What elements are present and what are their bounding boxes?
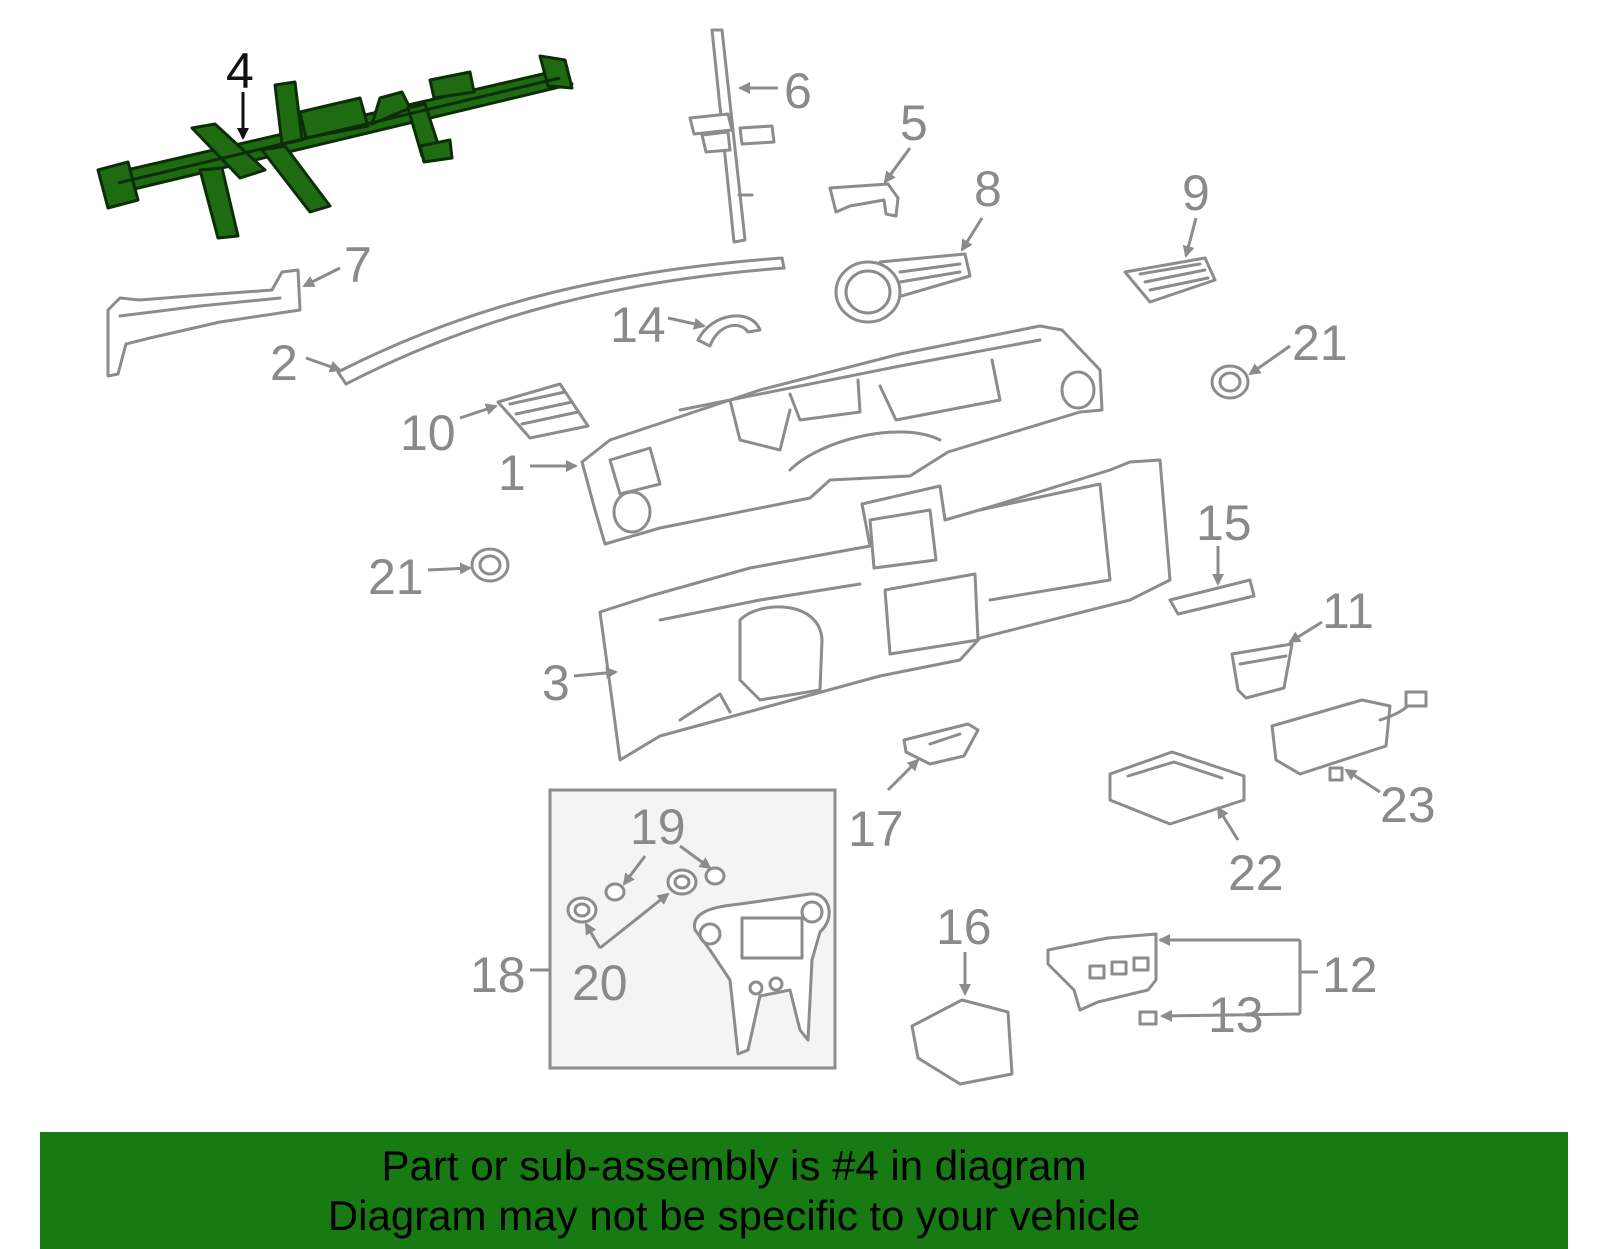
part-15 [1168,578,1256,616]
footer-line-1: Part or sub-assembly is #4 in diagram [381,1141,1087,1189]
footer-banner: Part or sub-assembly is #4 in diagram Di… [40,1132,1568,1249]
leader-14 [667,316,706,330]
part-21-right [1210,364,1250,400]
leader-21r [1248,344,1291,376]
callout-15: 15 [1196,495,1252,551]
part-6 [688,28,776,244]
callout-5: 5 [900,95,928,151]
callout-14: 14 [610,297,666,353]
leader-9 [1182,217,1198,258]
callout-20: 20 [572,955,628,1011]
callout-12: 12 [1322,947,1378,1003]
leader-17 [886,758,920,792]
part-17 [902,722,980,766]
callout-16: 16 [936,899,992,955]
leader-19a [622,855,647,886]
part-11 [1230,642,1294,700]
callout-17: 17 [848,801,904,857]
part-10 [496,382,590,440]
leader-13 [1160,1009,1301,1022]
leader-10 [459,403,498,420]
leader-19b [679,844,712,870]
leader-5 [883,147,912,184]
part-16 [910,998,1014,1086]
leader-20a [584,922,602,949]
footer-line-2: Diagram may not be specific to your vehi… [327,1191,1141,1239]
callout-2: 2 [270,335,298,391]
callout-1: 1 [498,445,526,501]
callout-8: 8 [974,161,1002,217]
part-18-inset [548,788,837,1070]
leader-3 [573,666,618,679]
part-23-airbag [1270,690,1428,782]
part-12 [1046,932,1158,1012]
leader-22 [1216,806,1240,841]
callout-10: 10 [400,405,456,461]
part-4-reinforcement-beam [96,54,574,240]
part-1-instrument-panel [580,324,1104,546]
part-21-left [470,547,510,583]
leader-2 [305,356,342,373]
callout-21-right: 21 [1292,315,1348,371]
callout-22: 22 [1228,845,1284,901]
part-9 [1123,256,1217,304]
callout-23: 23 [1380,777,1436,833]
callout-19: 19 [630,799,686,855]
callout-9: 9 [1182,165,1210,221]
part-8 [834,252,972,324]
leader-11 [1288,620,1323,644]
part-14 [696,314,762,348]
callout-13: 13 [1208,987,1264,1043]
part-2-trim-strip [336,256,786,386]
callout-18: 18 [470,947,526,1003]
part-22-glove-box [1108,750,1246,826]
callout-6: 6 [784,63,812,119]
leader-20b [599,892,670,950]
leader-23 [1344,768,1381,794]
leader-7 [302,266,341,288]
callout-21-left: 21 [368,549,424,605]
part-13 [1138,1010,1158,1026]
callout-3: 3 [542,655,570,711]
leader-21l [427,562,472,575]
part-5 [828,182,900,218]
callout-7: 7 [344,237,372,293]
callout-4: 4 [226,43,254,99]
callout-11: 11 [1322,583,1374,639]
part-3-lower-panel [598,458,1172,762]
part-7 [106,268,302,378]
leader-8 [960,217,984,252]
